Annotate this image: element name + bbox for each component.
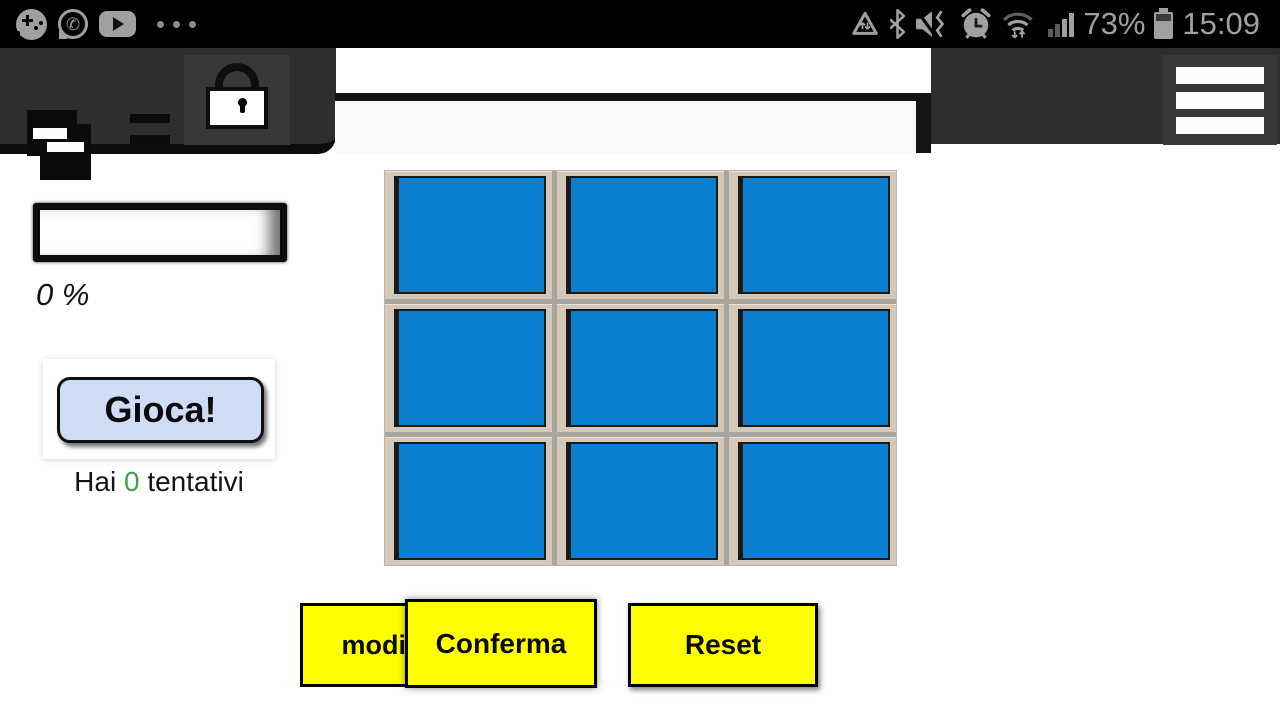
- system-status-icons: 73% 15:09: [850, 0, 1260, 48]
- notification-icons: ✆: [16, 0, 196, 48]
- grid-cell[interactable]: [566, 309, 718, 427]
- equals-icon: [130, 114, 170, 123]
- reset-button[interactable]: Reset: [628, 603, 818, 687]
- clock: 15:09: [1182, 6, 1260, 41]
- progress-meter: [33, 203, 287, 262]
- menu-button[interactable]: [1163, 55, 1277, 145]
- attempts-text: Hai 0 tentativi: [74, 466, 244, 497]
- grid-cell[interactable]: [738, 309, 890, 427]
- tabs-button[interactable]: [0, 48, 336, 180]
- grid-tile: [729, 437, 896, 565]
- grid-cell[interactable]: [394, 442, 546, 560]
- youtube-icon: [99, 11, 136, 37]
- hamburger-icon: [1176, 66, 1264, 84]
- bluetooth-icon: [890, 9, 906, 39]
- game-launcher-icon: [16, 8, 47, 40]
- grid-tile: [557, 171, 724, 299]
- grid-cell[interactable]: [738, 442, 890, 560]
- cell-signal-icon: [1048, 11, 1075, 37]
- lock-icon: [215, 63, 259, 97]
- confirm-button[interactable]: Conferma: [405, 599, 597, 688]
- grid-cell[interactable]: [566, 176, 718, 294]
- grid-cell[interactable]: [566, 442, 718, 560]
- grid-cell[interactable]: [394, 176, 546, 294]
- mute-vibrate-icon: [916, 10, 945, 38]
- alarm-icon: [961, 8, 991, 39]
- grid-cell[interactable]: [394, 309, 546, 427]
- whatsapp-icon: ✆: [58, 9, 88, 39]
- battery-percent: 73%: [1083, 6, 1146, 41]
- grid-tile: [385, 304, 552, 432]
- play-button[interactable]: Gioca!: [57, 377, 264, 443]
- lock-button[interactable]: [184, 55, 290, 145]
- progress-percent-label: 0 %: [36, 277, 90, 312]
- modify-button[interactable]: modi: [300, 603, 410, 687]
- wifi-icon: [1003, 12, 1034, 39]
- grid-tile: [729, 171, 896, 299]
- browser-tab[interactable]: [335, 101, 916, 153]
- grid-tile: [557, 437, 724, 565]
- grid-tile: [385, 171, 552, 299]
- data-saver-icon: [852, 11, 879, 35]
- battery-icon: [1154, 8, 1174, 40]
- more-notifications-icon: [157, 20, 196, 28]
- grid-tile: [385, 437, 552, 565]
- game-grid: [384, 170, 897, 566]
- grid-cell[interactable]: [738, 176, 890, 294]
- status-bar: ✆: [0, 0, 1280, 48]
- attempts-count: 0: [123, 466, 140, 497]
- grid-tile: [729, 304, 896, 432]
- grid-tile: [557, 304, 724, 432]
